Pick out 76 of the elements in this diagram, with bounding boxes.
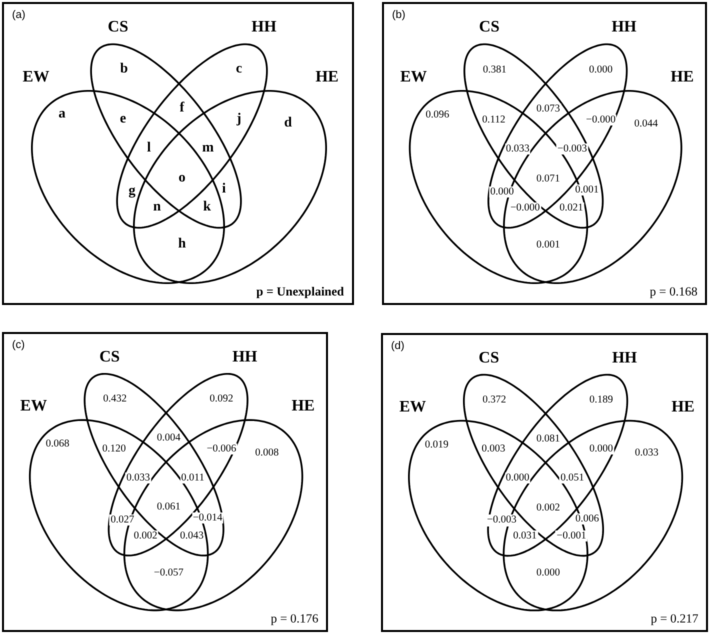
region-value: 0.002 — [535, 502, 562, 514]
region-value: 0.000 — [588, 444, 614, 455]
region-value: 0.096 — [424, 110, 450, 120]
region-value: 0.051 — [560, 472, 586, 484]
region-value: 0.432 — [102, 394, 128, 405]
region-value: −0.057 — [152, 567, 184, 578]
set-name: HE — [671, 400, 695, 416]
region-letter: j — [236, 112, 242, 128]
region-value: 0.021 — [558, 202, 584, 214]
region-value: 0.061 — [156, 502, 182, 513]
set-name: CS — [99, 349, 120, 366]
panel-frame — [382, 2, 707, 305]
region-value: 0.001 — [535, 240, 561, 250]
region-value: 0.092 — [208, 394, 234, 405]
set-ellipse — [90, 18, 242, 229]
residual-label: p = 0.217 — [650, 612, 698, 626]
region-value: −0.000 — [509, 202, 541, 214]
set-name: HH — [612, 350, 637, 368]
region-value: 0.011 — [180, 472, 206, 484]
region-value: 0.003 — [480, 444, 506, 455]
region-value: 0.006 — [574, 513, 600, 524]
region-value: 0.372 — [482, 394, 508, 406]
region-value: 0.031 — [512, 530, 538, 542]
region-value: 0.381 — [482, 64, 508, 76]
region-value: 0.033 — [634, 448, 660, 459]
region-value: 0.019 — [424, 439, 450, 450]
set-name: EW — [20, 398, 47, 416]
panel-letter: (a) — [12, 10, 26, 22]
region-value: 0.120 — [101, 443, 127, 454]
region-value: 0.000 — [489, 186, 515, 198]
region-value: 0.043 — [179, 530, 205, 542]
residual-label: p = Unexplained — [256, 285, 344, 299]
region-value: 0.081 — [535, 433, 562, 444]
region-value: 0.002 — [132, 530, 158, 542]
region-value: 0.008 — [254, 447, 280, 458]
region-value: 0.000 — [588, 64, 614, 76]
region-value: 0.033 — [125, 472, 151, 484]
region-value: 0.112 — [481, 114, 506, 126]
region-value: −0.014 — [192, 512, 224, 524]
set-name: EW — [399, 400, 426, 416]
set-name: HH — [612, 20, 636, 36]
panel-letter: (c) — [12, 340, 25, 352]
panel-frame — [2, 332, 328, 632]
set-name: CS — [479, 20, 500, 36]
region-value: 0.027 — [110, 514, 136, 526]
set-name: HE — [670, 70, 694, 86]
residual-label: p = 0.176 — [270, 612, 318, 626]
region-value: 0.044 — [633, 118, 659, 130]
residual-label: p = 0.168 — [650, 285, 698, 299]
region-value: 0.068 — [44, 438, 70, 450]
panel-letter: (d) — [391, 341, 404, 353]
region-value: −0.003 — [556, 144, 588, 154]
region-value: 0.001 — [574, 184, 600, 196]
region-value: 0.033 — [504, 144, 531, 154]
set-name: HH — [252, 20, 276, 36]
panel-frame — [381, 333, 708, 632]
set-name: HE — [292, 398, 315, 416]
region-value: 0.000 — [504, 472, 530, 484]
panel-letter: (b) — [392, 10, 406, 22]
set-name: EW — [22, 70, 50, 86]
region-letter: g — [128, 184, 136, 200]
set-name: CS — [478, 350, 500, 368]
region-value: 0.189 — [588, 394, 614, 406]
set-name: CS — [108, 20, 128, 36]
set-name: EW — [400, 70, 427, 86]
region-value: −0.001 — [556, 530, 588, 542]
region-value: −0.006 — [206, 443, 238, 454]
region-value: −0.003 — [486, 514, 518, 526]
region-value: 0.073 — [535, 104, 561, 114]
region-value: −0.000 — [585, 114, 617, 126]
panel-frame — [2, 2, 354, 305]
set-name: HH — [232, 349, 258, 366]
region-value: 0.004 — [156, 432, 182, 444]
region-value: 0.000 — [535, 567, 562, 578]
set-name: HE — [315, 70, 339, 86]
region-value: 0.071 — [535, 174, 561, 184]
